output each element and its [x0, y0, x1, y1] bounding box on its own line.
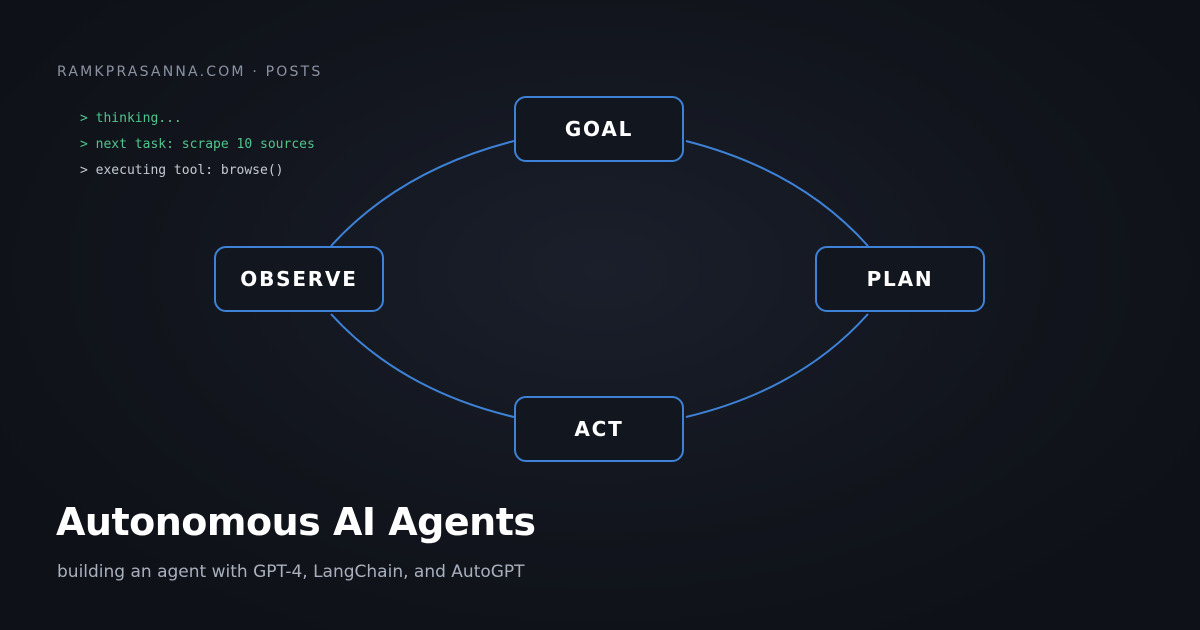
edge-goal-plan: [685, 140, 869, 247]
node-act: ACT: [514, 396, 684, 462]
node-plan: PLAN: [815, 246, 985, 312]
node-goal: GOAL: [514, 96, 684, 162]
page-title: Autonomous AI Agents: [56, 500, 536, 544]
terminal-line: > executing tool: browse(): [80, 163, 284, 178]
node-observe: OBSERVE: [214, 246, 384, 312]
terminal-output: > thinking... > next task: scrape 10 sou…: [80, 106, 315, 184]
edge-observe-goal: [330, 140, 515, 247]
page-subtitle: building an agent with GPT-4, LangChain,…: [57, 562, 525, 582]
terminal-line: > thinking...: [80, 111, 182, 126]
edge-act-observe: [330, 313, 515, 418]
terminal-line: > next task: scrape 10 sources: [80, 137, 315, 152]
edge-plan-act: [685, 313, 869, 418]
site-label: RAMKPRASANNA.COM · POSTS: [57, 64, 323, 80]
